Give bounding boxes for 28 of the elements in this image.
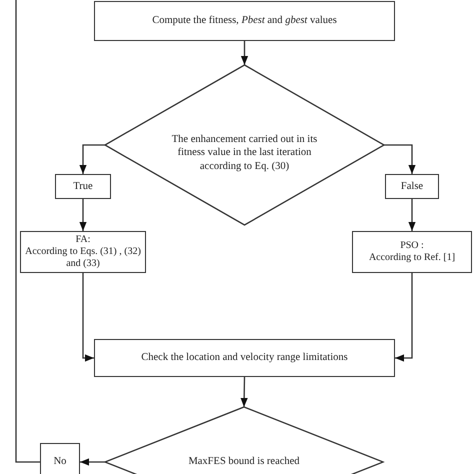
arrow bbox=[79, 199, 87, 231]
process-box bbox=[352, 231, 472, 273]
box-heading: PSO : bbox=[400, 240, 424, 252]
loop-back-line bbox=[15, 0, 40, 463]
arrow bbox=[82, 273, 94, 362]
box-text: According to Eqs. (31) , (32) and (33) bbox=[24, 246, 142, 270]
arrow bbox=[79, 144, 105, 174]
arrow bbox=[80, 458, 105, 466]
box-text: True bbox=[73, 180, 93, 194]
box-text: Compute the fitness, Pbest and gbest values bbox=[152, 14, 337, 28]
process-box bbox=[94, 1, 395, 41]
process-box bbox=[40, 443, 80, 474]
arrow bbox=[384, 144, 416, 174]
arrow bbox=[395, 273, 413, 362]
process-box bbox=[55, 174, 111, 199]
arrow bbox=[240, 376, 248, 408]
box-text: MaxFES bound is reached bbox=[188, 455, 300, 469]
box-text: False bbox=[400, 180, 424, 194]
box-heading: FA: bbox=[76, 234, 90, 246]
box-text: The enhancement carried out in its fitness value in the last iteration according to Eq. (30) bbox=[170, 133, 318, 173]
arrow bbox=[408, 199, 416, 231]
box-text: No bbox=[54, 455, 66, 469]
box-text: Check the location and velocity range limitations bbox=[141, 351, 348, 365]
box-text: According to Ref. [1] bbox=[368, 252, 456, 264]
process-box bbox=[385, 174, 439, 199]
arrow bbox=[240, 41, 248, 65]
process-box bbox=[94, 339, 395, 377]
process-box bbox=[20, 231, 146, 273]
